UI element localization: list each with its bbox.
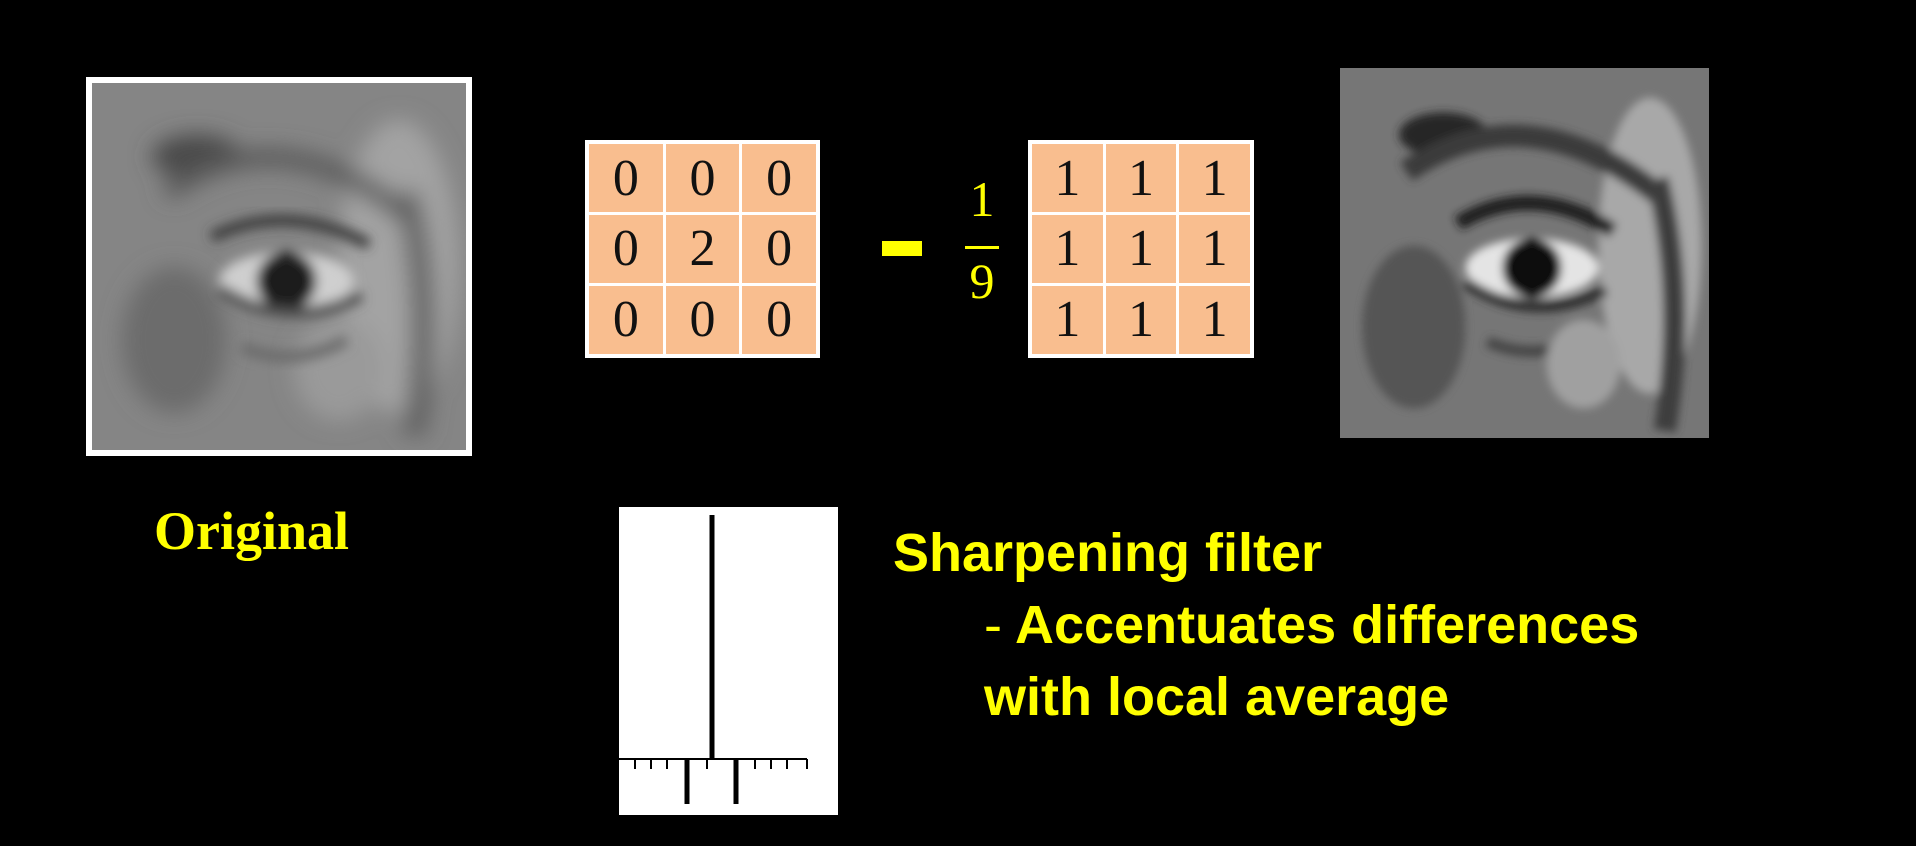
kernel-cell: 1	[1028, 212, 1106, 286]
kernel-cell: 1	[1102, 140, 1180, 215]
bullet-dash: -	[984, 595, 1002, 655]
fraction-bar	[965, 246, 999, 249]
original-label: Original	[154, 501, 350, 561]
kernel-cell: 0	[585, 212, 666, 286]
kernel-cell: 0	[585, 140, 666, 215]
fraction-denominator: 9	[969, 253, 995, 309]
description-line-1: - Accentuates differences	[984, 598, 1639, 652]
impulse-response-plot	[619, 507, 838, 815]
kernel-cell: 0	[739, 282, 820, 358]
kernel-cell: 1	[1176, 282, 1254, 358]
kernel-cell: 2	[662, 212, 743, 286]
kernel-cell: 1	[1102, 282, 1180, 358]
description-line-2: with local average	[984, 667, 1450, 727]
kernel-cell: 1	[1028, 140, 1106, 215]
original-image	[86, 77, 472, 456]
kernel-cell: 0	[662, 282, 743, 358]
kernel-cell: 1	[1028, 282, 1106, 358]
kernel-cell: 1	[1176, 140, 1254, 215]
description-line-1-text: Accentuates differences	[1014, 595, 1640, 655]
kernel-cell: 1	[1176, 212, 1254, 286]
kernel-cell: 0	[662, 140, 743, 215]
fraction-numerator: 1	[969, 171, 995, 227]
kernel-cell: 1	[1102, 212, 1180, 286]
kernel-cell: 0	[739, 140, 820, 215]
sharpened-image	[1340, 68, 1709, 438]
kernel-cell: 0	[585, 282, 666, 358]
minus-operator	[882, 241, 922, 256]
filter-title: Sharpening filter	[893, 523, 1323, 583]
kernel-cell: 0	[739, 212, 820, 286]
